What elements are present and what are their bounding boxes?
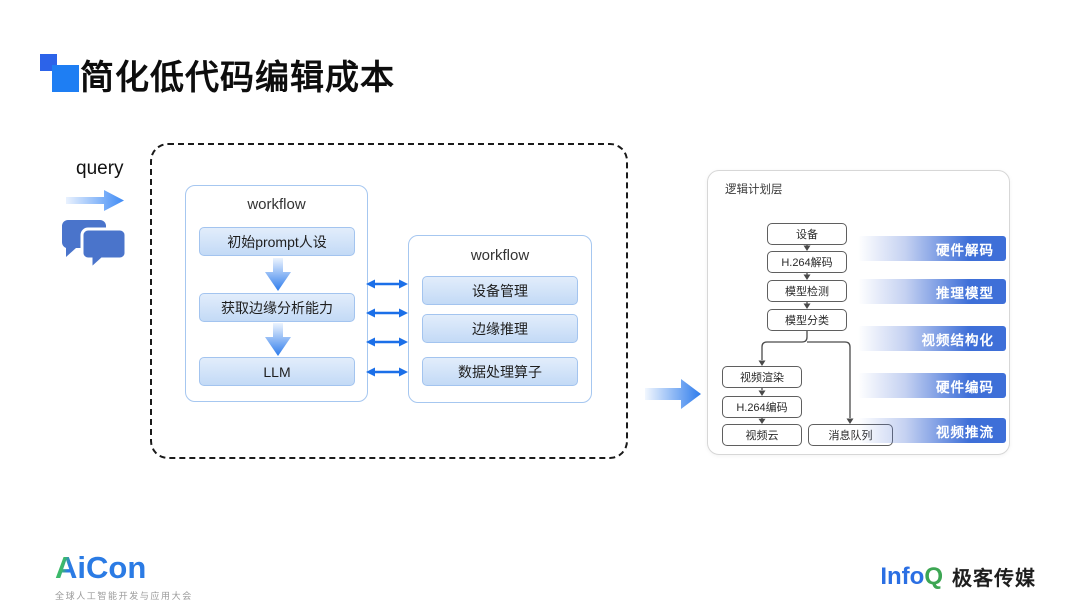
down-arrow-icon [265,323,291,356]
infoq-logo: InfoQ 极客传媒 [880,562,1036,591]
logic-node: H.264编码 [722,396,802,418]
stage-label: 硬件解码 [858,236,1006,261]
sync-arrow-icon [366,367,408,377]
section-arrow-icon [645,379,701,409]
workflow-right-title: workflow [470,247,530,264]
workflow-right-item: 边缘推理 [422,314,578,343]
infoq-logo-text: InfoQ [880,562,943,590]
logic-node: 视频云 [722,424,802,446]
aicon-logo-subtitle: 全球人工智能开发与应用大会 [55,591,193,601]
workflow-left-item: 获取边缘分析能力 [199,293,355,322]
stage-label: 推理模型 [858,279,1006,304]
workflow-right-item: 数据处理算子 [422,357,578,386]
aicon-logo: AiCon 全球人工智能开发与应用大会 [55,550,193,602]
sync-arrow-icon [366,308,408,318]
logic-plan-title: 逻辑计划层 [725,184,783,196]
chat-bubbles-icon [61,220,128,272]
stage-label: 视频推流 [858,418,1006,443]
stage-label: 硬件编码 [858,373,1006,398]
logic-node: 模型检测 [767,280,847,302]
stage-label: 视频结构化 [858,326,1006,351]
dashed-container [150,143,628,459]
logic-node: 视频渲染 [722,366,802,388]
workflow-left-item: LLM [199,357,355,386]
workflow-left-item: 初始prompt人设 [199,227,355,256]
title-squares-icon [40,54,82,96]
page-title: 简化低代码编辑成本 [80,59,395,97]
workflow-panel-right: workflow 设备管理 边缘推理 数据处理算子 [408,235,592,403]
logic-node: H.264解码 [767,251,847,273]
sync-arrow-icon [366,337,408,347]
infoq-media-text: 极客传媒 [952,568,1036,590]
workflow-panel-left: workflow 初始prompt人设 获取边缘分析能力 LLM [185,185,368,402]
sync-arrow-icon [366,279,408,289]
logic-plan-panel: 逻辑计划层 设备 H.264解码 模型检测 模型分类 视频渲染 H.26 [707,170,1010,455]
aicon-logo-text: AiCon [55,550,147,585]
down-arrow-icon [265,258,291,291]
workflow-right-item: 设备管理 [422,276,578,305]
query-arrow-icon [66,190,124,211]
workflow-left-title: workflow [247,196,306,213]
title-square-big [52,65,79,92]
logic-node: 设备 [767,223,847,245]
query-label: query [76,158,124,179]
logic-node: 模型分类 [767,309,847,331]
